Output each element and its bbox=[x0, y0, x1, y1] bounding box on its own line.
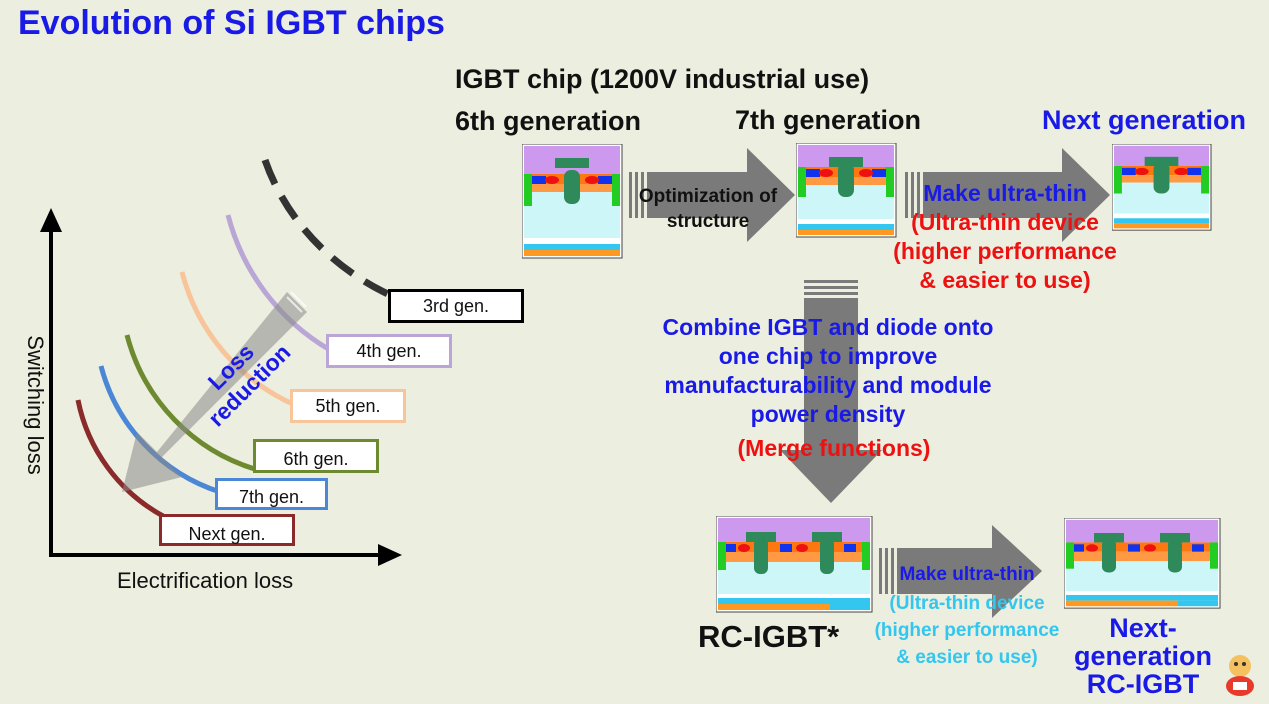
gen-next-header: Next generation bbox=[1042, 105, 1247, 135]
ultra-thin-device-label: (Ultra-thin device(higher performance& e… bbox=[893, 209, 1117, 293]
x-axis-arrowhead bbox=[378, 544, 402, 566]
curve-next bbox=[75, 399, 165, 519]
x-axis-label: Electrification loss bbox=[117, 568, 294, 593]
arrow-merge-down bbox=[780, 280, 882, 503]
gen6-header: 6th generation bbox=[455, 106, 642, 136]
gen-box-3rd: 3rd gen. bbox=[388, 289, 524, 323]
arrow-ultra-thin-2 bbox=[879, 525, 1042, 618]
gen-box-5th: 5th gen. bbox=[290, 389, 406, 423]
gen-box-6th: 6th gen. bbox=[253, 439, 379, 473]
mascot-logo bbox=[1226, 655, 1254, 696]
gen-box-4th: 4th gen. bbox=[326, 334, 452, 368]
make-ultra-thin-label-1: Make ultra-thin bbox=[923, 180, 1087, 206]
curve-3rd bbox=[261, 158, 392, 299]
curve-5th bbox=[179, 271, 297, 408]
merge-functions-label: (Merge functions) bbox=[737, 435, 931, 461]
y-axis-arrowhead bbox=[40, 208, 62, 232]
page-title: Evolution of Si IGBT chips bbox=[18, 4, 445, 42]
arrow-optimization bbox=[629, 148, 795, 242]
arrow-ultra-thin-1 bbox=[905, 148, 1110, 242]
ultra-thin-device-label-2: (Ultra-thin device(higher performance& e… bbox=[874, 593, 1060, 668]
gen7-header: 7th generation bbox=[735, 105, 922, 135]
make-ultra-thin-label-2: Make ultra-thin bbox=[899, 564, 1035, 585]
gen-box-7th: 7th gen. bbox=[215, 478, 328, 510]
curve-6th bbox=[124, 334, 259, 473]
loss-chart bbox=[40, 158, 402, 566]
curve-4th bbox=[225, 214, 332, 353]
gen-box-next: Next gen. bbox=[159, 514, 295, 546]
rc-igbt-label: RC-IGBT* bbox=[698, 619, 840, 654]
igbt-header: IGBT chip (1200V industrial use) bbox=[455, 64, 870, 94]
loss-reduction-arrow bbox=[122, 292, 307, 492]
